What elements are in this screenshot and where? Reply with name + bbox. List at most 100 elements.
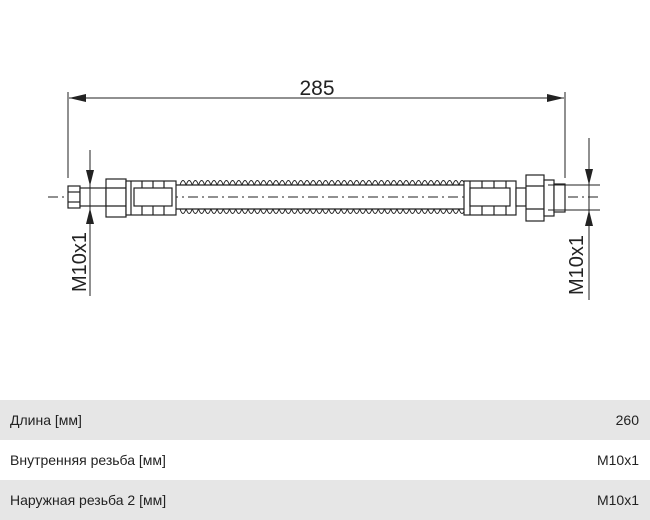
coil-loop xyxy=(446,208,454,214)
coil-loop xyxy=(284,180,292,186)
coil-loop xyxy=(284,208,292,214)
coil-loop xyxy=(427,180,435,186)
coil-loop xyxy=(353,180,361,186)
coil-loop xyxy=(359,208,367,214)
coil-loop xyxy=(396,180,404,186)
coil-loop xyxy=(309,208,317,214)
coil-loop xyxy=(365,208,373,214)
coil-loop xyxy=(384,208,392,214)
coil-loop xyxy=(297,180,305,186)
coil-loop xyxy=(415,208,423,214)
spec-value: M10x1 xyxy=(596,452,639,468)
hose-spring-coils xyxy=(179,180,466,214)
spec-value: 260 xyxy=(615,412,639,428)
spec-table: Длина [мм] 260 Внутренняя резьба [мм] M1… xyxy=(0,400,650,520)
coil-loop xyxy=(191,208,199,214)
coil-loop xyxy=(204,208,212,214)
coil-loop xyxy=(198,180,206,186)
coil-loop xyxy=(433,180,441,186)
overall-length-dimension: 285 xyxy=(67,77,566,178)
coil-loop xyxy=(402,180,410,186)
left-thread-label: M10x1 xyxy=(69,232,91,292)
left-fitting xyxy=(67,178,177,218)
coil-loop xyxy=(408,208,416,214)
coil-loop xyxy=(415,180,423,186)
coil-loop xyxy=(235,208,243,214)
coil-loop xyxy=(179,208,187,214)
coil-loop xyxy=(402,208,410,214)
coil-loop xyxy=(322,208,330,214)
coil-loop xyxy=(253,208,261,214)
coil-loop xyxy=(297,208,305,214)
coil-loop xyxy=(384,180,392,186)
coil-loop xyxy=(371,180,379,186)
right-fitting xyxy=(463,174,566,222)
coil-loop xyxy=(346,180,354,186)
spec-row-external-thread: Наружная резьба 2 [мм] M10x1 xyxy=(0,480,650,520)
coil-loop xyxy=(427,208,435,214)
coil-loop xyxy=(222,180,230,186)
coil-loop xyxy=(396,208,404,214)
left-thread-dimension: M10x1 xyxy=(69,150,94,296)
spec-label: Длина [мм] xyxy=(10,412,82,428)
coil-loop xyxy=(365,180,373,186)
coil-loop xyxy=(359,180,367,186)
hose-technical-drawing: 285 xyxy=(48,77,600,300)
spec-label: Внутренняя резьба [мм] xyxy=(10,452,166,468)
coil-loop xyxy=(235,180,243,186)
right-thread-label: M10x1 xyxy=(566,235,588,295)
spec-row-internal-thread: Внутренняя резьба [мм] M10x1 xyxy=(0,440,650,480)
coil-loop xyxy=(253,180,261,186)
coil-loop xyxy=(446,180,454,186)
coil-loop xyxy=(222,208,230,214)
spec-label: Наружная резьба 2 [мм] xyxy=(10,492,167,508)
coil-loop xyxy=(334,208,342,214)
coil-loop xyxy=(260,180,268,186)
coil-loop xyxy=(247,208,255,214)
coil-loop xyxy=(334,180,342,186)
coil-loop xyxy=(340,180,348,186)
coil-loop xyxy=(408,180,416,186)
coil-loop xyxy=(346,208,354,214)
coil-loop xyxy=(322,180,330,186)
right-thread-dimension: M10x1 xyxy=(548,138,600,300)
coil-loop xyxy=(303,180,311,186)
coil-loop xyxy=(278,180,286,186)
coil-loop xyxy=(439,180,447,186)
coil-loop xyxy=(390,208,398,214)
coil-loop xyxy=(371,208,379,214)
coil-loop xyxy=(452,180,460,186)
coil-loop xyxy=(229,208,237,214)
hose-body xyxy=(176,184,464,210)
coil-loop xyxy=(433,208,441,214)
coil-loop xyxy=(191,180,199,186)
coil-loop xyxy=(278,208,286,214)
coil-loop xyxy=(452,208,460,214)
coil-loop xyxy=(309,180,317,186)
overall-length-label: 285 xyxy=(299,77,334,100)
spec-row-length: Длина [мм] 260 xyxy=(0,400,650,440)
coil-loop xyxy=(421,180,429,186)
coil-loop xyxy=(291,180,299,186)
coil-loop xyxy=(247,180,255,186)
coil-loop xyxy=(353,208,361,214)
coil-loop xyxy=(241,208,249,214)
coil-loop xyxy=(210,208,218,214)
coil-loop xyxy=(315,208,323,214)
coil-loop xyxy=(185,180,193,186)
coil-loop xyxy=(328,180,336,186)
coil-loop xyxy=(216,208,224,214)
coil-loop xyxy=(216,180,224,186)
coil-loop xyxy=(179,180,187,186)
coil-loop xyxy=(241,180,249,186)
coil-loop xyxy=(266,208,274,214)
coil-loop xyxy=(229,180,237,186)
coil-loop xyxy=(260,208,268,214)
spec-value: M10x1 xyxy=(596,492,639,508)
coil-loop xyxy=(439,208,447,214)
coil-loop xyxy=(315,180,323,186)
coil-loop xyxy=(272,180,280,186)
coil-loop xyxy=(328,208,336,214)
coil-loop xyxy=(204,180,212,186)
coil-loop xyxy=(377,180,385,186)
